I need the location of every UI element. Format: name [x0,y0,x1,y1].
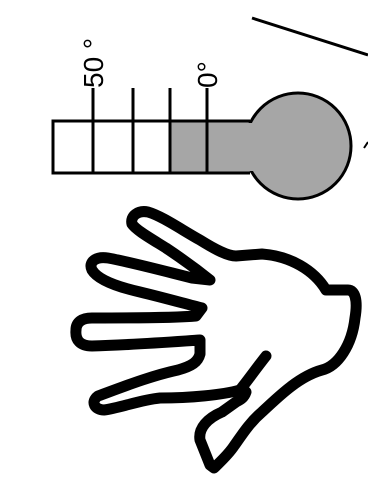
hand-thumb-line [234,350,272,396]
thermometer: 50 ° 0° [51,38,353,201]
thermometer-tube [51,119,250,175]
tick-label-50: 50 ° [78,38,109,88]
edge-mark [363,141,368,149]
pointer-line [251,16,368,57]
tick-label-0: 0° [192,61,223,88]
open-hand-icon [70,206,362,474]
